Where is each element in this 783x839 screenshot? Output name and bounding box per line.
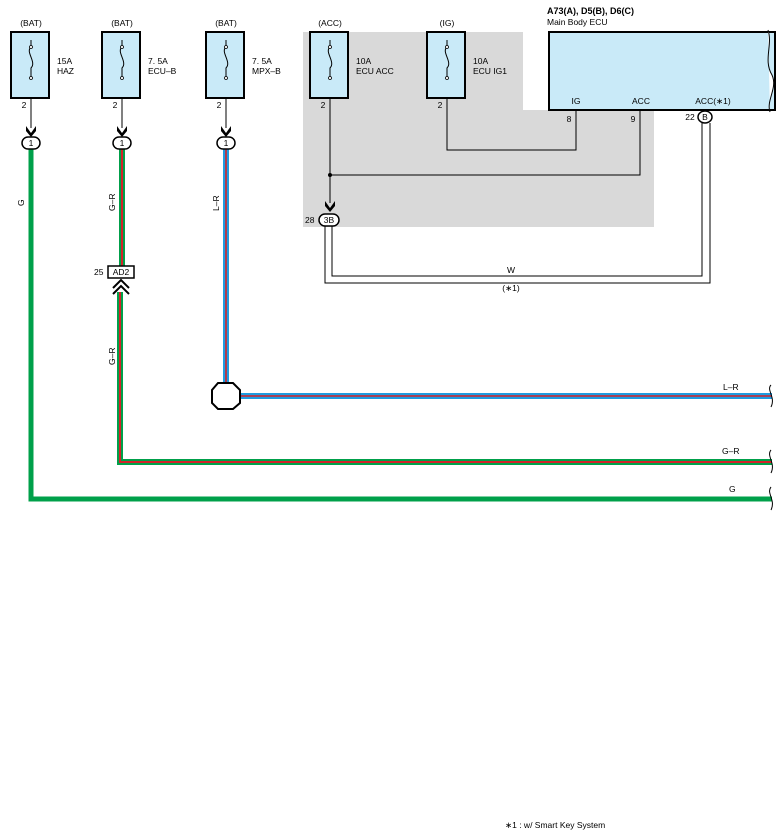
fuse-ecu-acc-pin: 2 xyxy=(321,100,326,110)
fuse-mpx-b-pin: 2 xyxy=(217,100,222,110)
ecu-pin-ig-num: 8 xyxy=(567,114,572,124)
fuse-ecu-ig1-pin: 2 xyxy=(438,100,443,110)
wire-label-w: W xyxy=(507,265,515,275)
connector-1-haz xyxy=(21,136,41,150)
fuse-ecu-acc-name: ECU ACC xyxy=(356,66,394,76)
main-body-ecu-box xyxy=(548,31,776,111)
connector-ad2-chevron xyxy=(112,278,130,295)
wire-label-gr-vertical-lower: G–R xyxy=(107,348,117,365)
fuse-ecu-acc-rating: 10A xyxy=(356,56,371,66)
fuse-haz-supply: (BAT) xyxy=(20,18,42,28)
wire-label-lr-vertical: L–R xyxy=(211,195,221,211)
wire-break-gr xyxy=(769,449,773,474)
fuse-haz-name: HAZ xyxy=(57,66,74,76)
wire-break-g xyxy=(769,486,773,511)
fuse-ecu-ig1-name: ECU IG1 xyxy=(473,66,507,76)
wire-acc-to-ecu xyxy=(330,110,641,176)
ecu-acc-ig-shaded-area xyxy=(303,32,654,227)
fuse-mpx-b-name: MPX–B xyxy=(252,66,281,76)
footnote: ∗1 : w/ Smart Key System xyxy=(505,820,605,830)
connector-arrow-ecub xyxy=(117,126,127,137)
wire-label-gr-vertical-upper: G–R xyxy=(107,194,117,211)
wire-label-lr-horizontal: L–R xyxy=(723,382,739,392)
fuse-ecu-acc xyxy=(309,31,349,99)
fuse-ecu-b-name: ECU–B xyxy=(148,66,177,76)
fuse-haz-rating: 15A xyxy=(57,56,72,66)
ecu-code: A73(A), D5(B), D6(C) xyxy=(547,6,634,16)
ecu-break-line xyxy=(767,29,775,113)
fuse-haz-pin: 2 xyxy=(22,100,27,110)
ecu-pin-acc1-label: ACC(∗1) xyxy=(695,96,731,106)
ecu-connector-b xyxy=(697,110,713,124)
connector-ad2-num: 25 xyxy=(94,267,104,277)
connector-1-mpxb xyxy=(216,136,236,150)
ecu-name: Main Body ECU xyxy=(547,17,607,27)
ecu-pin-ig-label: IG xyxy=(572,96,581,106)
fuse-ecu-b-pin: 2 xyxy=(113,100,118,110)
connector-3b-label: 3B xyxy=(324,215,335,225)
connector-3b-num: 28 xyxy=(305,215,315,225)
wire-acc-junction-dot xyxy=(328,173,332,177)
wire-label-note-ref: (∗1) xyxy=(502,283,520,293)
fuse-mpx-b xyxy=(205,31,245,99)
fuse-ecu-ig1-supply: (IG) xyxy=(440,18,455,28)
ecu-pin-acc-num: 9 xyxy=(631,114,636,124)
ecu-pin-acc1-num: 22 xyxy=(685,112,695,122)
connector-arrow-3b xyxy=(325,201,335,212)
fuse-haz xyxy=(10,31,50,99)
wire-label-gr-horizontal: G–R xyxy=(722,446,739,456)
wire-gr-lower-stripe xyxy=(119,292,772,463)
connector-1-mpxb-label: 1 xyxy=(224,138,229,148)
connector-1-haz-label: 1 xyxy=(29,138,34,148)
wire-label-g-horizontal: G xyxy=(729,484,736,494)
wire-w-inner xyxy=(331,123,703,277)
wire-gr-lower xyxy=(117,292,772,465)
connector-ad2-label: AD2 xyxy=(113,267,130,277)
wire-w-outer xyxy=(324,123,711,284)
connector-3b xyxy=(318,213,340,227)
fuse-ecu-acc-supply: (ACC) xyxy=(318,18,342,28)
wire-ig-to-ecu xyxy=(446,98,577,151)
fuse-ecu-ig1-rating: 10A xyxy=(473,56,488,66)
fuse-ecu-b xyxy=(101,31,141,99)
connector-ad2 xyxy=(107,265,135,279)
connector-arrow-haz xyxy=(26,126,36,137)
wire-g xyxy=(28,148,772,502)
ecu-pin-acc-label: ACC xyxy=(632,96,650,106)
fuse-mpx-b-rating: 7. 5A xyxy=(252,56,272,66)
fuse-ecu-ig1 xyxy=(426,31,466,99)
fuse-ecu-b-supply: (BAT) xyxy=(111,18,133,28)
connector-1-ecub-label: 1 xyxy=(120,138,125,148)
splice-point xyxy=(211,382,241,410)
ecu-connector-b-label: B xyxy=(702,112,708,122)
fuse-mpx-b-supply: (BAT) xyxy=(215,18,237,28)
wire-break-lr xyxy=(769,384,773,408)
fuse-ecu-b-rating: 7. 5A xyxy=(148,56,168,66)
wire-label-g-vertical: G xyxy=(16,199,26,206)
connector-arrow-mpxb xyxy=(221,126,231,137)
connector-1-ecub xyxy=(112,136,132,150)
